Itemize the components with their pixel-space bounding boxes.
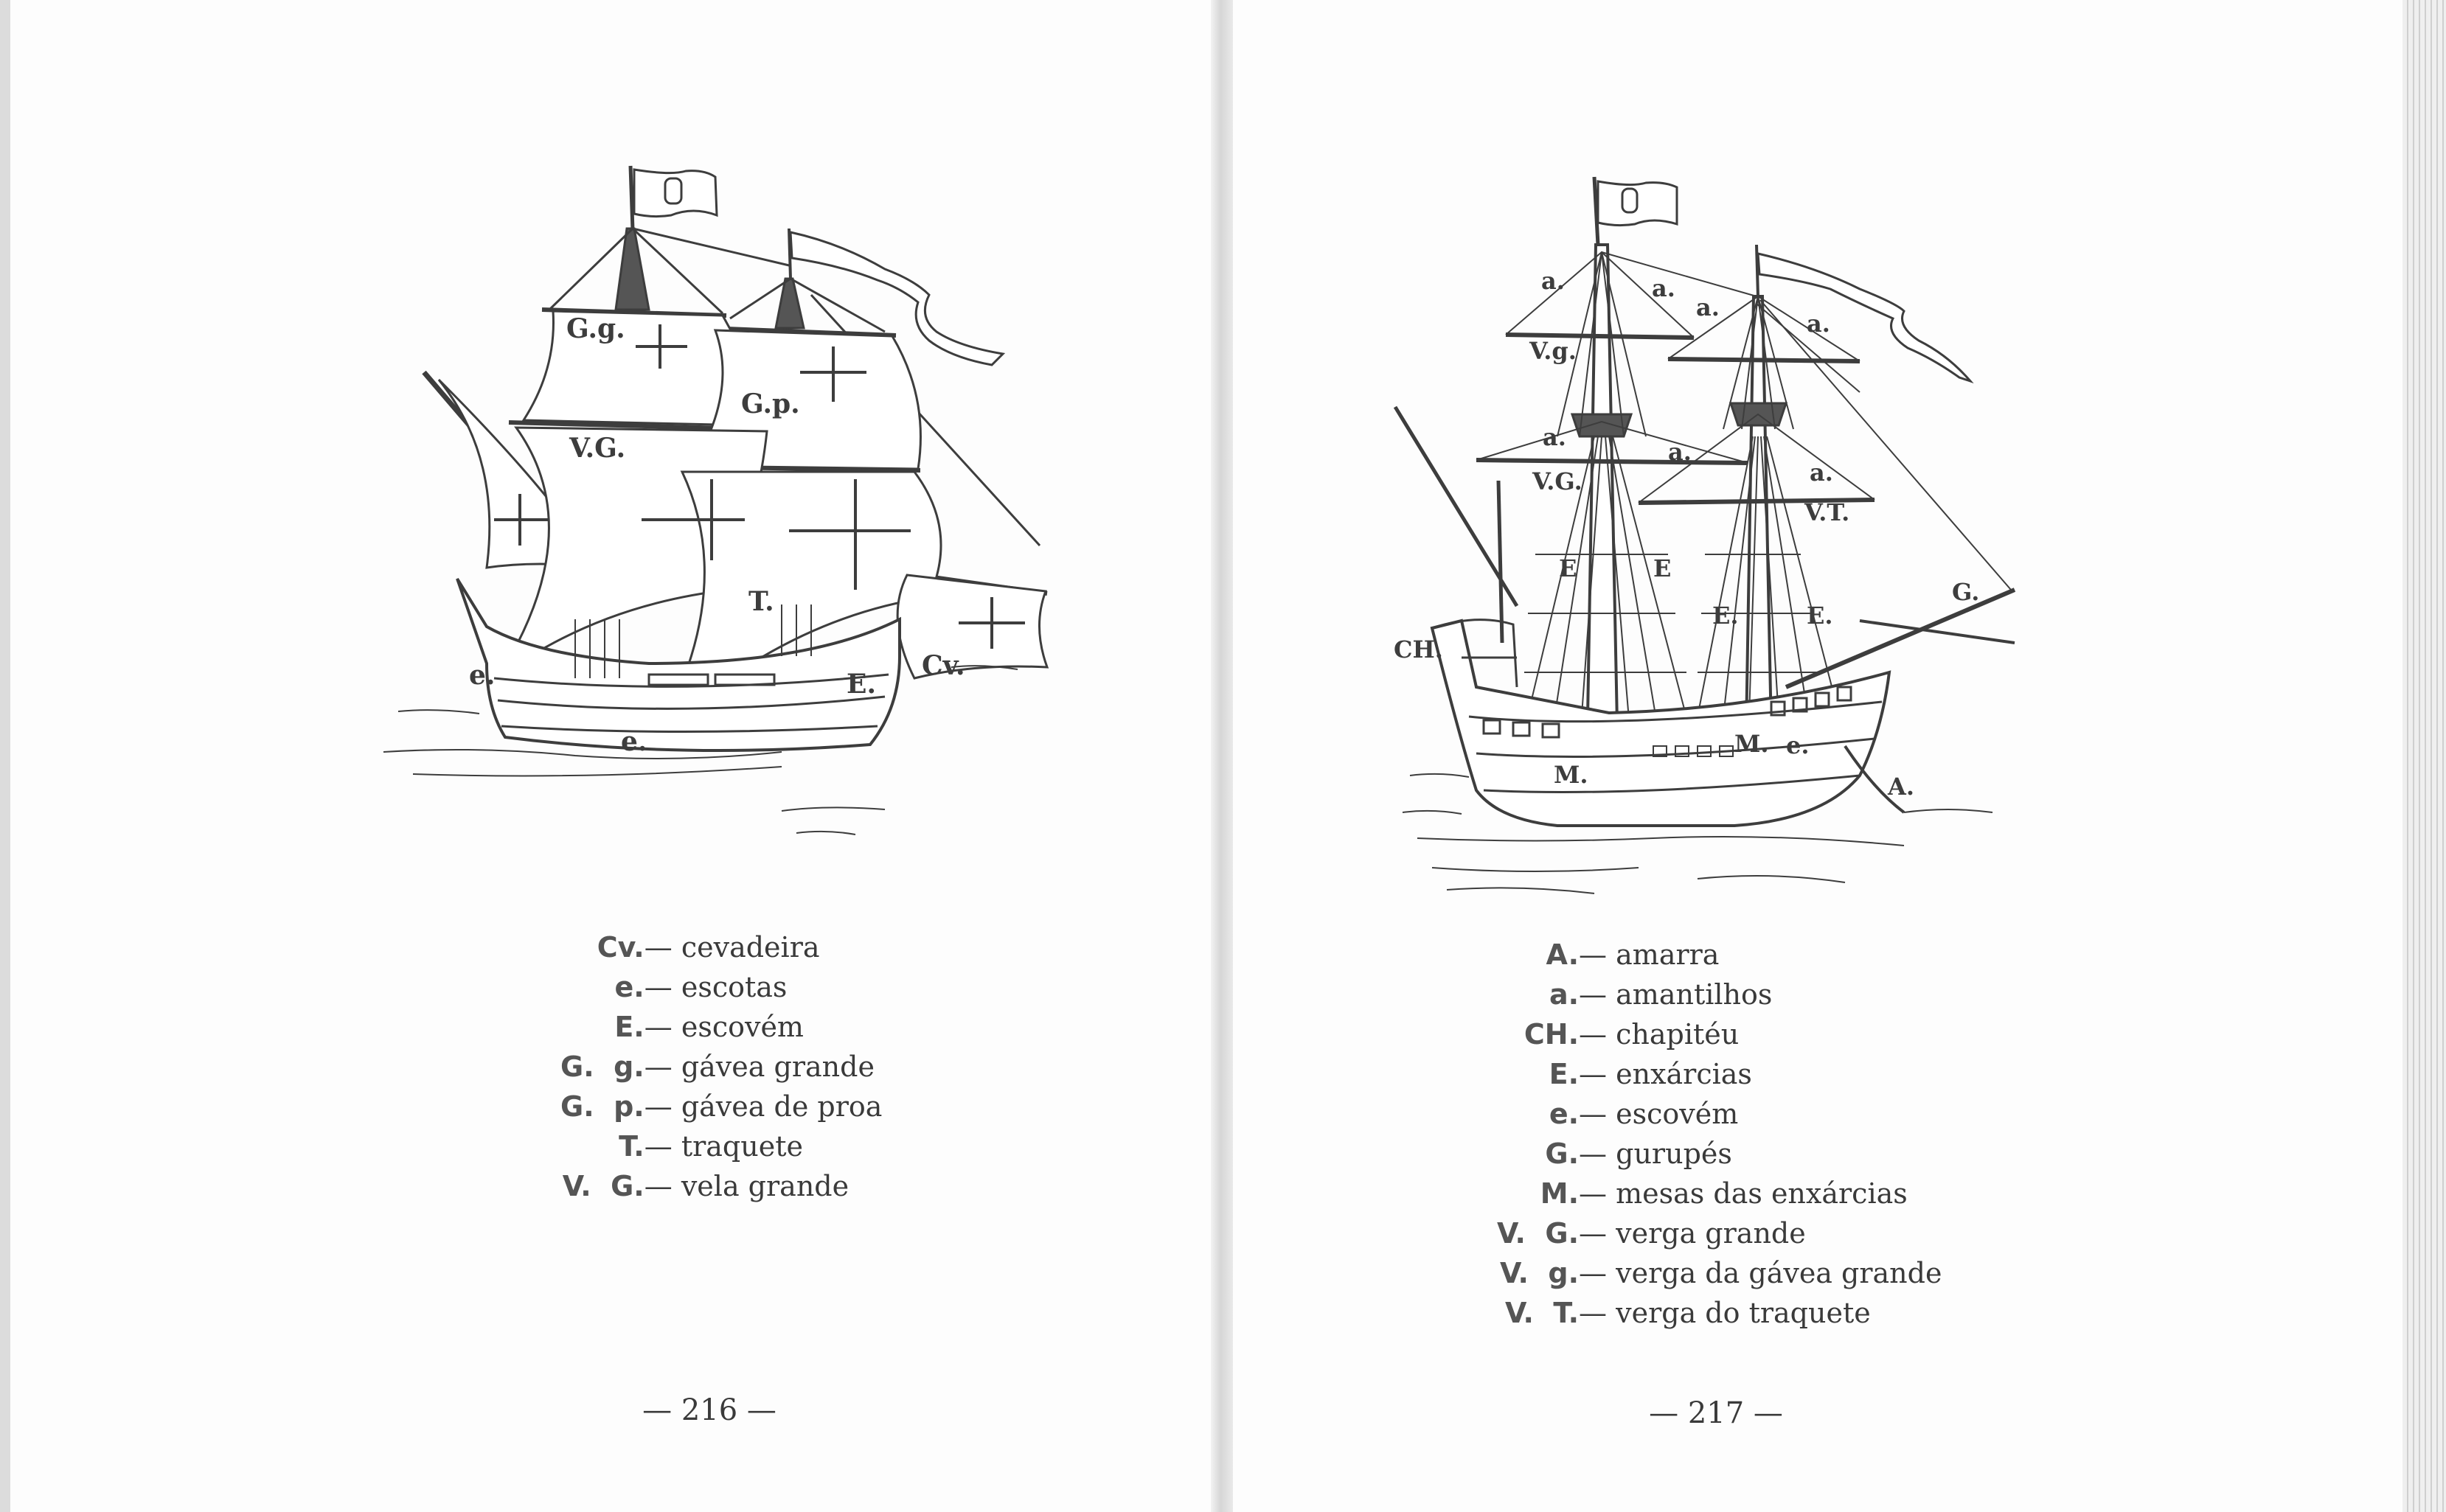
- label-a: a.: [1668, 438, 1692, 466]
- pennant-fore: [1755, 244, 1974, 384]
- legend-term: chapitéu: [1579, 1014, 1942, 1054]
- legend-term: gurupés: [1579, 1134, 1942, 1174]
- legend-abbr: M.: [1540, 1177, 1580, 1210]
- amantilhos: [1476, 251, 1875, 504]
- legend-abbr: V. T.: [1505, 1297, 1580, 1329]
- legend-term: traquete: [644, 1126, 883, 1166]
- hull: [1430, 619, 1905, 827]
- label-g: G.: [1952, 578, 1979, 606]
- legend-term: verga grande: [1579, 1213, 1942, 1253]
- cross-emblems: [494, 324, 1025, 649]
- legend-abbr: E.: [614, 1011, 644, 1043]
- legend-term: escovém: [1579, 1094, 1942, 1134]
- legend-abbr: G. g.: [560, 1051, 644, 1083]
- label-E: E.: [1712, 602, 1739, 630]
- flag-main: [628, 165, 718, 231]
- page-edges: [2402, 0, 2446, 1512]
- legend-term: enxárcias: [1579, 1054, 1942, 1094]
- water: [1402, 773, 1993, 894]
- label-a: a.: [1810, 459, 1833, 487]
- label-vt: V.T.: [1804, 498, 1849, 526]
- shrouds: [1520, 251, 2012, 747]
- label-a: a.: [1652, 274, 1675, 302]
- label-e: e.: [1786, 731, 1810, 759]
- label-a: a.: [1696, 293, 1720, 321]
- label-E: E: [1653, 554, 1671, 582]
- legend-abbr: V. G.: [562, 1170, 644, 1202]
- legend-term: mesas das enxárcias: [1579, 1174, 1942, 1213]
- page-number-left: — 216 —: [642, 1393, 776, 1427]
- legend-abbr: CH.: [1523, 1018, 1580, 1051]
- label-e1: e.: [469, 660, 495, 691]
- label-E: E: [1559, 554, 1577, 582]
- label-E: E.: [1807, 602, 1833, 630]
- legend-term: gávea de proa: [644, 1087, 883, 1126]
- page-number-right: — 217 —: [1649, 1396, 1783, 1430]
- legend-abbr: V. g.: [1499, 1257, 1580, 1289]
- ship-illustration-sails: G.g. G.p. V.G. T. e. e. E. Cv.: [383, 165, 1049, 835]
- label-a: a.: [1543, 423, 1566, 451]
- label-e2: e.: [621, 726, 647, 757]
- label-E: E.: [847, 669, 876, 700]
- label-m: M.: [1734, 730, 1769, 758]
- label-a: a.: [1807, 310, 1830, 338]
- legend-abbr: E.: [1549, 1058, 1580, 1090]
- legend-term: escotas: [644, 967, 883, 1007]
- legend-term: verga da gávea grande: [1579, 1253, 1942, 1293]
- label-cv: Cv.: [922, 650, 965, 681]
- legend-abbr: Cv.: [597, 931, 644, 964]
- figure-labels: a. a. a. a. V.g. a. a. a. V.G. V.T. E E …: [1394, 267, 1979, 801]
- masts-rigging: [422, 227, 1041, 577]
- legend-right: A.amarra a.amantilhos CH.chapitéu E.enxá…: [1497, 935, 1942, 1333]
- legend-abbr: G. p.: [560, 1090, 644, 1123]
- hull: [456, 577, 901, 752]
- legend-abbr: e.: [614, 971, 644, 1003]
- label-ch: CH.: [1394, 635, 1443, 663]
- label-A: A.: [1887, 773, 1914, 801]
- label-vg: V.G.: [1532, 467, 1582, 495]
- legend-term: verga do traquete: [1579, 1293, 1942, 1333]
- pennant-fore: [788, 228, 1006, 366]
- label-gg: G.g.: [566, 313, 625, 344]
- legend-abbr: T.: [619, 1130, 644, 1163]
- ship-illustration-rigging: a. a. a. a. V.g. a. a. a. V.G. V.T. E E …: [1393, 176, 2016, 894]
- legend-term: escovém: [644, 1007, 883, 1047]
- label-a: a.: [1541, 267, 1565, 295]
- yards: [1393, 332, 2016, 689]
- book-gutter: [1211, 0, 1233, 1512]
- legend-term: amarra: [1579, 935, 1942, 975]
- legend-term: cevadeira: [644, 927, 883, 967]
- left-page: [10, 0, 1211, 1512]
- legend-abbr: a.: [1549, 978, 1580, 1011]
- legend-abbr: A.: [1546, 938, 1580, 971]
- legend-abbr: V. G.: [1497, 1217, 1580, 1250]
- figure-labels: G.g. G.p. V.G. T. e. e. E. Cv.: [469, 313, 965, 757]
- legend-abbr: e.: [1549, 1098, 1580, 1130]
- label-t: T.: [748, 586, 774, 617]
- legend-term: amantilhos: [1579, 975, 1942, 1014]
- flag-main: [1592, 176, 1678, 245]
- legend-abbr: G.: [1545, 1138, 1580, 1170]
- label-m: M.: [1554, 761, 1588, 789]
- label-gp: G.p.: [741, 389, 800, 419]
- legend-term: gávea grande: [644, 1047, 883, 1087]
- water: [383, 665, 1018, 835]
- legend-left: Cv.cevadeira e.escotas E.escovém G. g.gá…: [560, 927, 882, 1206]
- label-vg: V.G.: [569, 433, 625, 464]
- label-vg-small: V.g.: [1529, 337, 1577, 365]
- legend-term: vela grande: [644, 1166, 883, 1206]
